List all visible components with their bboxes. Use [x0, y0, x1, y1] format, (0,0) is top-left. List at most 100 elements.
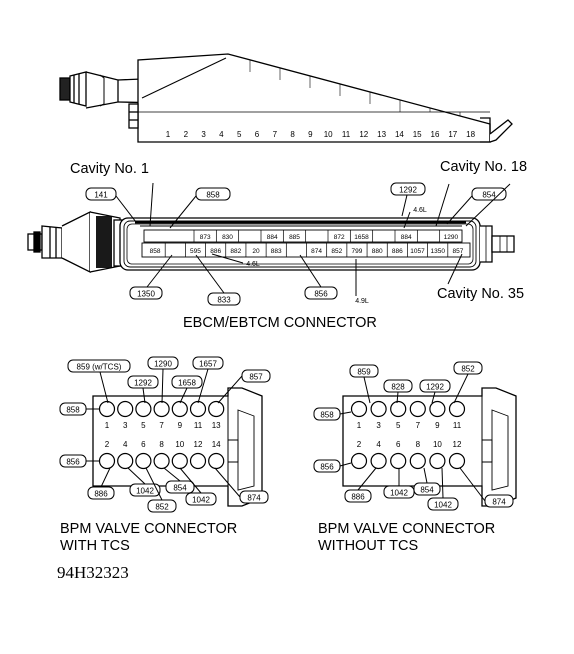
- top-pin-5: 5: [237, 130, 242, 139]
- top-pin-14: 14: [395, 130, 404, 139]
- notcs-pin-9: [429, 400, 446, 418]
- notcs-label-886: 886: [351, 493, 365, 502]
- ebcm-upper-cavity: 873: [200, 234, 211, 241]
- tcs-label-1042-b: 1042: [192, 496, 210, 505]
- ebcm-lower-cavity: 883: [271, 248, 282, 255]
- notcs-pin-number: 6: [396, 440, 401, 449]
- notcs-label-1042-b: 1042: [434, 501, 452, 510]
- tcs-pin-4: [117, 452, 134, 470]
- tcs-label-874: 874: [247, 494, 261, 503]
- tcs-pin-6: [135, 452, 152, 470]
- tcs-pin-number: 5: [141, 421, 146, 430]
- tcs-pin-12: [189, 452, 207, 470]
- top-pin-9: 9: [308, 130, 313, 139]
- tcs-pin-number: 6: [141, 440, 146, 449]
- notcs-label-1042-a: 1042: [390, 489, 408, 498]
- top-pin-16: 16: [431, 130, 440, 139]
- ebcm-callouts: [85, 182, 511, 306]
- top-pin-4: 4: [219, 130, 224, 139]
- top-pin-10: 10: [324, 130, 333, 139]
- ebcm-upper-cavity: 830: [222, 234, 233, 241]
- tcs-pin-10: [171, 452, 188, 470]
- top-pin-6: 6: [255, 130, 260, 139]
- tcs-label-852: 852: [155, 503, 169, 512]
- tcs-pin-5: [135, 400, 152, 418]
- notcs-pin-7: [409, 400, 426, 418]
- ebcm-lower-cavity: 858: [150, 248, 161, 255]
- tcs-pin-number: 10: [175, 440, 184, 449]
- notcs-pin-number: 3: [376, 421, 381, 430]
- notcs-pin-number: 5: [396, 421, 401, 430]
- top-pin-11: 11: [342, 130, 351, 139]
- notcs-pin-10: [429, 452, 446, 470]
- notcs-pin-6: [390, 452, 407, 470]
- callout-858: 858: [206, 191, 220, 200]
- ebcm-lower-cavity: 20: [252, 248, 260, 255]
- variant-4-6l-lower: 4.6L: [246, 261, 260, 268]
- notcs-pin-number: 11: [453, 421, 462, 430]
- tcs-pin-number: 13: [212, 421, 221, 430]
- callout-141: 141: [94, 191, 108, 200]
- tcs-pin-11: [189, 400, 207, 418]
- ebcm-lower-cavity: 874: [311, 248, 322, 255]
- tcs-pin-number: 9: [178, 421, 183, 430]
- variant-4-9l: 4.9L: [355, 298, 369, 305]
- top-pin-2: 2: [184, 130, 189, 139]
- tcs-pin-1: [98, 400, 116, 418]
- cavity-18-label: Cavity No. 18: [440, 159, 528, 175]
- cavity-35-label: Cavity No. 35: [437, 286, 525, 302]
- tcs-pin-number: 7: [159, 421, 164, 430]
- ebcm-lower-cavity: 595: [190, 248, 201, 255]
- notcs-pin-number: 1: [357, 421, 362, 430]
- tcs-label-857: 857: [249, 373, 263, 382]
- tcs-label-1290: 1290: [154, 360, 172, 369]
- ebcm-upper-cavity: 1658: [354, 234, 369, 241]
- notcs-pin-number: 2: [357, 440, 362, 449]
- notcs-pin-number: 10: [433, 440, 442, 449]
- top-connector-side-view: [59, 53, 513, 143]
- notcs-pin-3: [370, 400, 387, 418]
- notcs-pin-4: [370, 452, 387, 470]
- tcs-pin-13: [208, 400, 225, 418]
- notcs-label-854: 854: [420, 486, 434, 495]
- tcs-pin-number: 4: [123, 440, 128, 449]
- tcs-pin-number: 3: [123, 421, 128, 430]
- tcs-label-1292: 1292: [134, 379, 152, 388]
- ebcm-lower-cavity: 799: [352, 248, 363, 255]
- bpm-notcs-callouts: [313, 361, 514, 511]
- tcs-pin-number: 1: [105, 421, 110, 430]
- notcs-pin-5: [390, 400, 407, 418]
- top-pin-3: 3: [201, 130, 206, 139]
- tcs-label-1658: 1658: [178, 379, 196, 388]
- tcs-label-854: 854: [173, 484, 187, 493]
- top-pin-1: 1: [166, 130, 171, 139]
- top-pin-12: 12: [359, 130, 368, 139]
- tcs-label-1042-a: 1042: [136, 487, 154, 496]
- notcs-label-852: 852: [461, 365, 475, 374]
- tcs-label-858: 858: [66, 406, 80, 415]
- ebcm-lower-cavity: 882: [230, 248, 241, 255]
- callout-833: 833: [217, 296, 231, 305]
- notcs-pin-number: 12: [453, 440, 462, 449]
- ebcm-connector-body: [27, 210, 515, 274]
- tcs-pin-number: 14: [212, 440, 221, 449]
- ebcm-lower-cavity: 852: [331, 248, 342, 255]
- notcs-pin-12: [448, 452, 466, 470]
- tcs-pin-number: 8: [159, 440, 164, 449]
- cavity-1-label: Cavity No. 1: [70, 161, 149, 177]
- tcs-pin-2: [98, 452, 116, 470]
- tcs-label-856: 856: [66, 458, 80, 467]
- top-pin-8: 8: [290, 130, 295, 139]
- bpm-notcs-caption-line2: WITHOUT TCS: [318, 538, 419, 554]
- tcs-pin-number: 2: [105, 440, 110, 449]
- ebcm-upper-cavity: 885: [289, 234, 300, 241]
- notcs-pin-1: [350, 400, 368, 418]
- bpm-tcs-caption-line2: WITH TCS: [60, 538, 130, 554]
- notcs-label-874: 874: [492, 498, 506, 507]
- tcs-label-859: 859 (w/TCS): [77, 363, 122, 372]
- ebcm-lower-cavity: 1350: [430, 248, 445, 255]
